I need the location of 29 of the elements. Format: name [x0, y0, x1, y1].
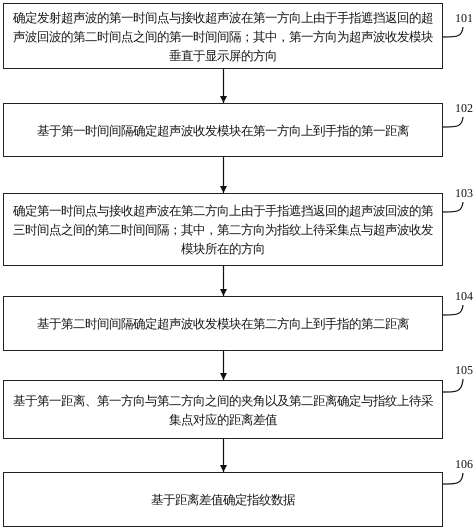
leader-line — [443, 472, 464, 485]
step-number: 102 — [455, 102, 473, 115]
process-box — [3, 193, 443, 266]
leader-line — [443, 26, 464, 38]
step-number: 101 — [455, 12, 473, 25]
arrow — [220, 266, 227, 296]
step-number: 106 — [455, 458, 473, 471]
leader-line — [443, 304, 464, 316]
step-text: 确定第一时间点与接收超声波在第二方向上由于手指遮挡返回的超声波回波的第三时间点之间的第二时间间隔；其中，第二方向为指纹上待采集点与超声波收发模块所在的方向 — [12, 202, 434, 258]
arrow — [220, 157, 227, 193]
arrow — [220, 351, 227, 380]
process-box — [3, 103, 443, 157]
leader-line — [443, 202, 464, 213]
step-text: 基于距离差值确定指纹数据 — [150, 491, 296, 509]
step-text: 确定发射超声波的第一时间点与接收超声波在第一方向上由于手指遮挡返回的超声波回波的第二时间点之间的第一时间间隔；其中，第一方向为超声波收发模块垂直于显示屏的方向 — [12, 8, 434, 64]
process-box — [3, 296, 443, 351]
leader-line — [443, 116, 464, 128]
process-box — [3, 3, 443, 69]
step-text: 基于第一时间间隔确定超声波收发模块在第一方向上到手指的第一距离 — [36, 122, 410, 140]
step-text: 基于第二时间间隔确定超声波收发模块在第二方向上到手指的第二距离 — [36, 315, 410, 333]
leader-line — [443, 378, 464, 393]
step-text: 基于第一距离、第一方向与第二方向之间的夹角以及第二距离确定与指纹上待采集点对应的距离差值 — [12, 392, 434, 428]
step-number: 103 — [455, 187, 473, 200]
step-number: 105 — [455, 364, 473, 377]
arrow — [220, 69, 227, 103]
process-box — [3, 380, 443, 439]
process-box — [3, 472, 443, 527]
arrow — [220, 439, 227, 472]
step-number: 104 — [455, 290, 473, 303]
